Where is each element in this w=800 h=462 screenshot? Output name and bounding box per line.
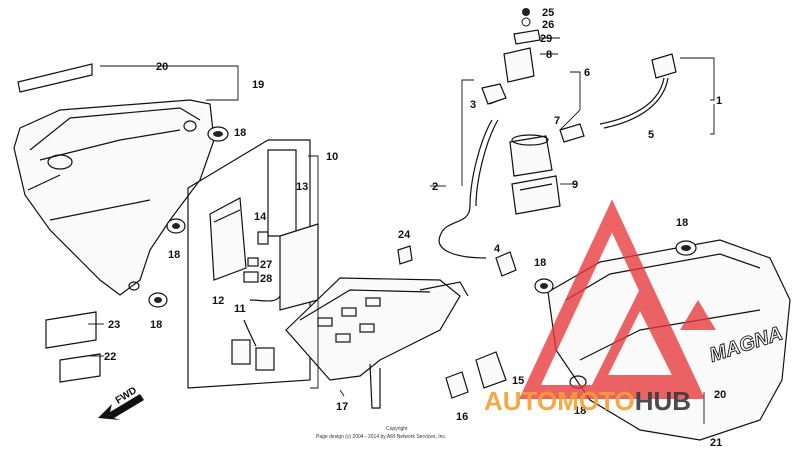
watermark-text-a: AUTOMOTO	[484, 386, 635, 416]
emblem-22	[59, 353, 101, 383]
left-decal-strip	[17, 63, 93, 93]
grommet-left-low	[148, 292, 168, 308]
callout-3: 3	[470, 99, 476, 111]
callout-16: 16	[456, 411, 468, 423]
callout-14: 14	[254, 211, 267, 223]
callout-20a: 20	[156, 61, 168, 73]
watermark-text: AUTOMOTOHUB	[484, 386, 691, 416]
watermark-text-b: HUB	[635, 386, 691, 416]
grommet-left-top	[207, 126, 229, 142]
callout-18f: 18	[574, 405, 586, 417]
callout-10: 10	[326, 151, 338, 163]
callout-9: 9	[572, 179, 578, 191]
starter-solenoid	[509, 134, 561, 215]
callout-18c: 18	[150, 319, 162, 331]
callout-15: 15	[512, 375, 524, 387]
left-side-cover	[13, 99, 215, 296]
callout-24: 24	[398, 229, 411, 241]
callout-18a: 18	[234, 127, 246, 139]
callout-2: 2	[432, 181, 438, 193]
callout-27: 27	[260, 259, 272, 271]
callout-29: 29	[540, 33, 552, 45]
clip-16	[445, 371, 469, 399]
grommet-right-top	[675, 240, 697, 256]
callout-4: 4	[494, 243, 501, 255]
callout-18e: 18	[534, 257, 546, 269]
grommet-left-mid	[166, 218, 186, 234]
callout-1: 1	[716, 95, 722, 107]
clip-24	[397, 245, 413, 265]
callout-17: 17	[336, 401, 348, 413]
emblem-23	[45, 311, 97, 349]
callout-21: 21	[710, 437, 722, 449]
callout-12: 12	[212, 295, 224, 307]
callout-18d: 18	[676, 217, 688, 229]
callout-20b: 20	[714, 389, 726, 401]
callout-7: 7	[554, 115, 560, 127]
callout-23: 23	[108, 319, 120, 331]
callout-5: 5	[648, 129, 654, 141]
callout-11: 11	[234, 303, 246, 315]
callout-numbers: 1 2 3 4 5 6 7 8 9 10 11 12 13 14 15 16 1…	[104, 7, 726, 449]
watermark-logo	[519, 199, 716, 399]
grommet-right-mid	[534, 278, 554, 294]
callout-28: 28	[260, 273, 272, 285]
leader-lines	[88, 37, 715, 424]
fwd-arrow: FWD	[98, 385, 144, 420]
fuse-holder	[503, 8, 541, 83]
callout-22: 22	[104, 351, 116, 363]
footer-line-2: Page design (c) 2004 - 2014 by ARI Netwo…	[316, 434, 446, 440]
callout-8: 8	[546, 49, 552, 61]
callout-6: 6	[584, 67, 590, 79]
callout-13: 13	[296, 181, 308, 193]
bracket-17	[285, 277, 469, 409]
battery-cable	[559, 53, 677, 143]
callout-26: 26	[542, 19, 554, 31]
callout-19: 19	[252, 79, 264, 91]
callout-18b: 18	[168, 249, 180, 261]
relay-15	[475, 351, 507, 389]
callout-25: 25	[542, 7, 554, 19]
starter-cable	[438, 83, 517, 277]
footer-line-1: Copyright	[386, 426, 408, 432]
relay-box-group	[187, 139, 319, 389]
